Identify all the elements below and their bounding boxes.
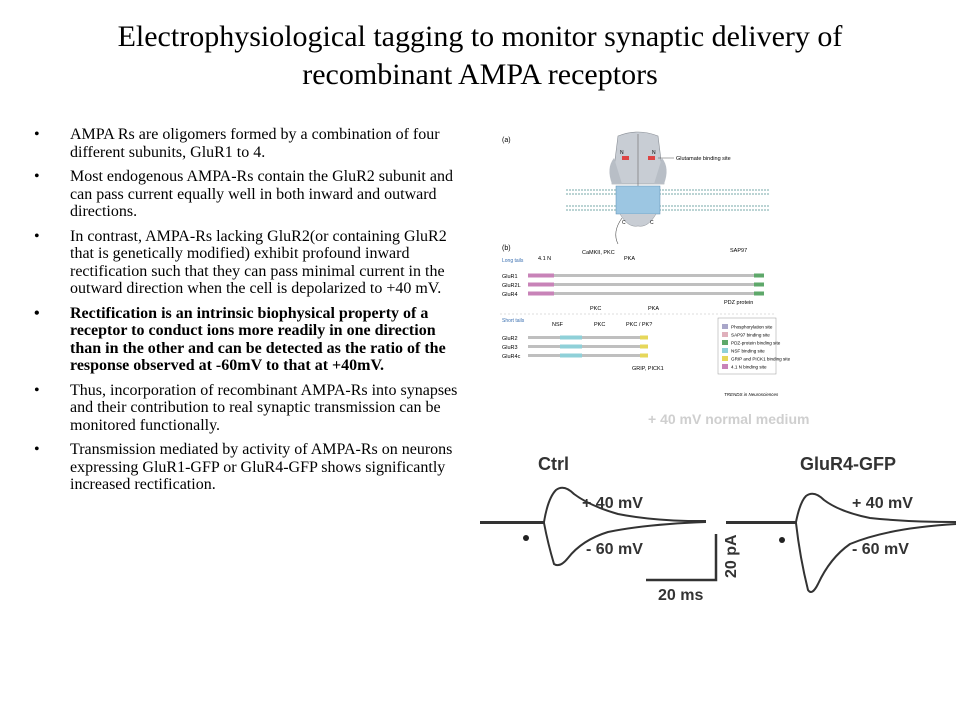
legend-label: NSF binding site	[731, 349, 765, 354]
bullet-item: Transmission mediated by activity of AMP…	[34, 441, 464, 494]
glutamate-label: Glutamate binding site	[676, 156, 731, 162]
ctrl-trace-minus-60	[480, 521, 707, 567]
glur4-gfp-label: GluR4-GFP	[800, 454, 896, 474]
site-label: PKA	[624, 256, 635, 262]
short-tails-label: Short tails	[502, 318, 525, 324]
tail-row-label: GluR2L	[502, 283, 521, 289]
gfp-minus-label: - 60 mV	[852, 541, 909, 558]
legend-swatch	[722, 348, 728, 353]
source-label: TRENDS in Neurosciences	[724, 392, 779, 397]
receptor-schematic: N N C C Glutamate binding site	[609, 131, 731, 245]
binding-site-highlight	[528, 273, 554, 278]
scale-bar	[646, 534, 718, 582]
c-terminal-label: C	[622, 220, 626, 226]
binding-site-highlight	[560, 353, 582, 358]
bullet-item: In contrast, AMPA-Rs lacking GluR2(or co…	[34, 228, 464, 298]
binding-site-highlight	[528, 282, 554, 287]
bullet-item: Most endogenous AMPA-Rs contain the GluR…	[34, 168, 464, 221]
binding-site-highlight	[754, 273, 764, 278]
binding-site-highlight	[528, 291, 554, 296]
site-label: SAP97	[730, 248, 747, 254]
site-label: 4.1 N	[538, 256, 551, 262]
sequence-bar	[528, 354, 646, 357]
tail-row-label: GluR1	[502, 274, 518, 280]
stim-dot	[779, 537, 785, 543]
tail-row-label: GluR4c	[502, 354, 521, 360]
slide-title: Electrophysiological tagging to monitor …	[40, 18, 920, 94]
panel-a-label: (a)	[502, 137, 511, 144]
binding-site-highlight	[640, 335, 648, 340]
sequence-bar	[528, 336, 646, 339]
cropped-header-text: + 40 mV normal medium	[648, 411, 809, 427]
ctrl-label: Ctrl	[538, 454, 569, 474]
receptor-figure: (a) N N C C Glutamate binding site (b) L…	[500, 131, 791, 397]
binding-site-highlight	[640, 353, 648, 358]
membrane	[566, 189, 770, 211]
time-scale-label: 20 ms	[658, 587, 703, 604]
traces-figure: + 40 mV normal medium Ctrl GluR4-GFP + 4…	[480, 411, 957, 604]
binding-site-highlight	[640, 344, 648, 349]
legend-swatch	[722, 332, 728, 337]
site-label: CaMKII, PKC	[582, 250, 615, 256]
sequence-bar	[528, 345, 646, 348]
site-label: NSF	[552, 322, 564, 328]
tail-row-label: GluR4	[502, 292, 518, 298]
long-tails-label: Long tails	[502, 258, 524, 264]
sequence-bar	[528, 283, 764, 286]
ctrl-trace-plus-40	[480, 486, 706, 523]
legend-label: PDZ-protein binding site	[731, 341, 781, 346]
bullet-list: AMPA Rs are oligomers formed by a combin…	[34, 126, 464, 501]
panel-b-label: (b)	[502, 245, 511, 252]
legend-label: Phosphorylation site	[731, 325, 773, 330]
binding-site-highlight	[560, 344, 582, 349]
n-terminal-label-right: N	[652, 150, 656, 156]
ctrl-minus-label: - 60 mV	[586, 541, 643, 558]
bullet-item: AMPA Rs are oligomers formed by a combin…	[34, 126, 464, 161]
site-label: PKC / PK?	[626, 322, 652, 328]
sequence-bar	[528, 274, 764, 277]
title-line-2: recombinant AMPA receptors	[302, 58, 658, 91]
current-scale-label: 20 pA	[723, 534, 740, 578]
legend-swatch	[722, 324, 728, 329]
title-line-1: Electrophysiological tagging to monitor …	[117, 20, 843, 53]
binding-site-highlight	[754, 291, 764, 296]
legend-swatch	[722, 340, 728, 345]
tail-row-label: GluR2	[502, 336, 518, 342]
site-label: PKA	[648, 306, 659, 312]
legend-label: GRIP and PICK1 binding site	[731, 357, 791, 362]
bullet-item: Thus, incorporation of recombinant AMPA-…	[34, 382, 464, 435]
c-terminal-label-right: C	[650, 220, 654, 226]
legend-swatch	[722, 364, 728, 369]
ctrl-plus-label: + 40 mV	[582, 495, 643, 512]
legend-swatch	[722, 356, 728, 361]
legend-label: 4.1 N binding site	[731, 365, 767, 370]
gfp-trace-plus-40	[726, 492, 957, 523]
binding-site-highlight	[754, 282, 764, 287]
site-label: PKC	[590, 306, 601, 312]
gfp-trace-minus-60	[726, 522, 957, 593]
tail-row-label: GluR3	[502, 345, 518, 351]
stim-dot	[523, 535, 529, 541]
grip-label: GRIP, PICK1	[632, 366, 664, 372]
gfp-plus-label: + 40 mV	[852, 495, 913, 512]
legend-label: SAP97 binding site	[731, 333, 770, 338]
top-site-labels: 4.1 N CaMKII, PKC PKA SAP97	[538, 248, 747, 262]
n-terminal-label: N	[620, 150, 624, 156]
site-label: PKC	[594, 322, 605, 328]
pdz-label: PDZ protein	[724, 300, 753, 306]
sequence-bar	[528, 292, 764, 295]
bullet-item: Rectification is an intrinsic biophysica…	[34, 305, 464, 375]
binding-site-highlight	[560, 335, 582, 340]
